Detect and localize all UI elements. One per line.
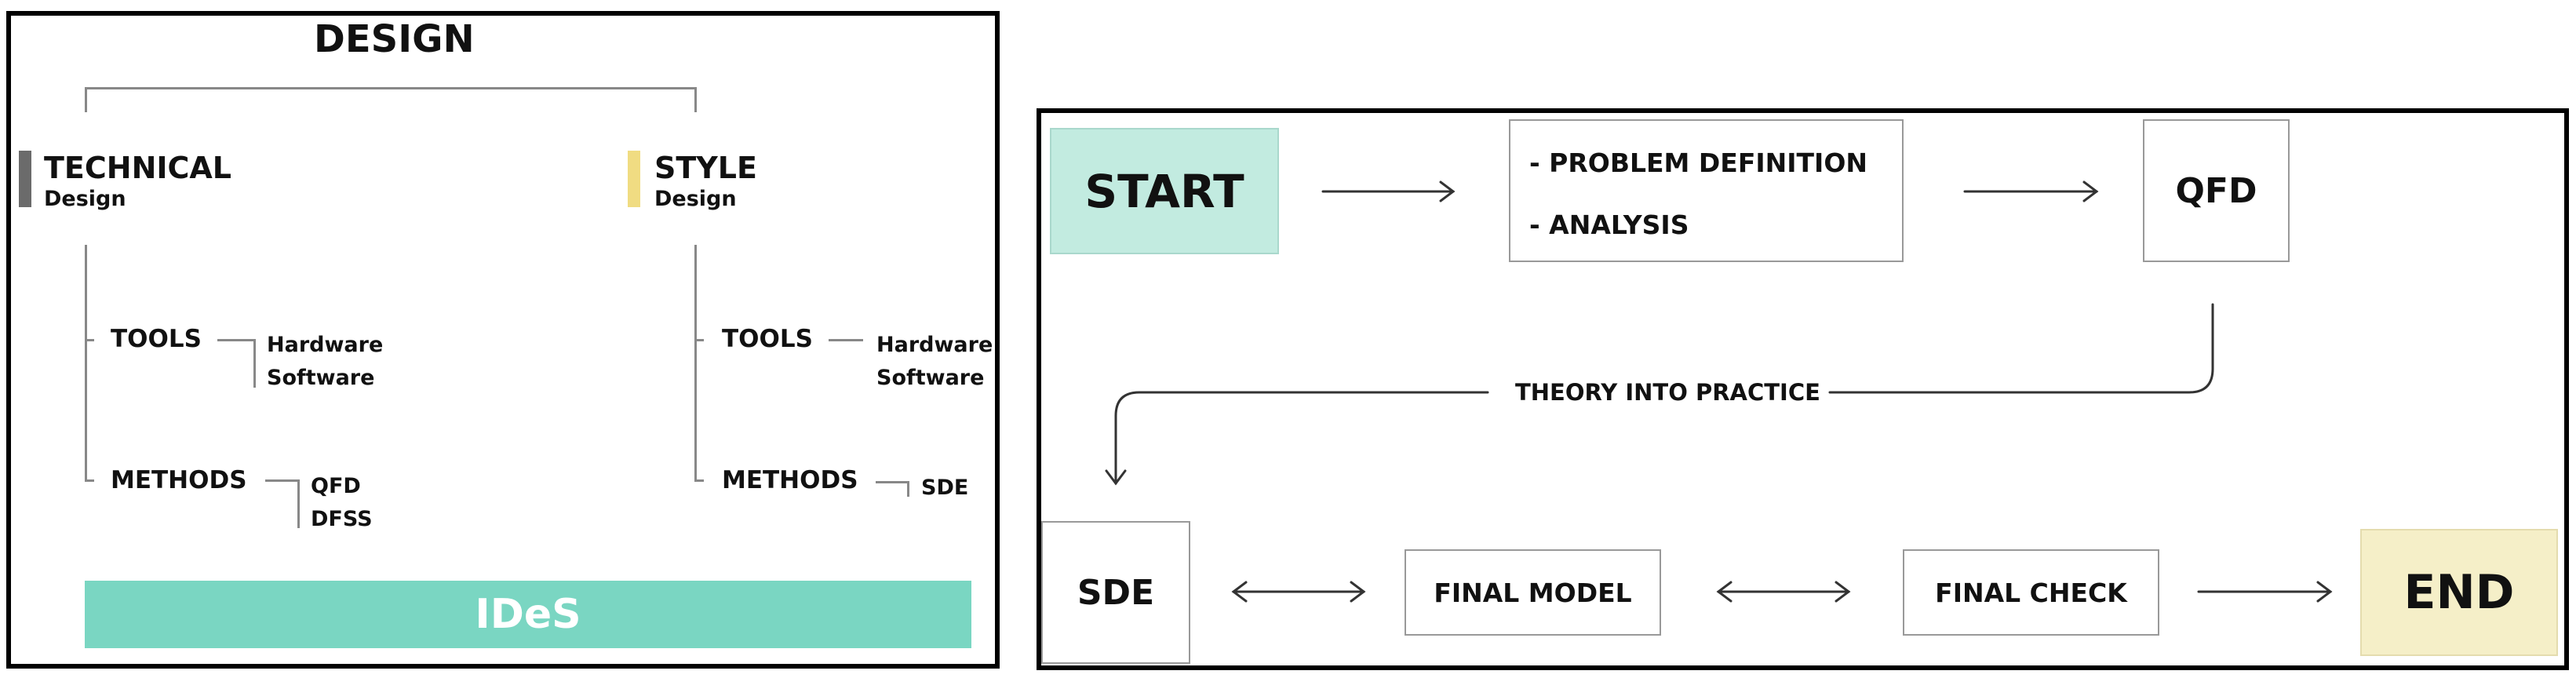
end-box: END [2360, 529, 2558, 656]
technical-color-bar [19, 151, 31, 207]
qfd-box: QFD [2143, 119, 2290, 262]
style-tools-item-1: Hardware [876, 333, 993, 357]
technical-methods-bracket [297, 479, 300, 528]
technical-methods-label: METHODS [111, 466, 247, 494]
style-title: STYLE [654, 151, 757, 185]
final-check-label: FINAL CHECK [1935, 577, 2127, 608]
problem-box: - PROBLEM DEFINITION - ANALYSIS [1509, 119, 1904, 262]
style-tools-label: TOOLS [722, 325, 813, 353]
style-color-bar [628, 151, 640, 207]
technical-tools-connector [217, 339, 254, 341]
arrow-problem-to-qfd [1963, 180, 2099, 202]
technical-methods-item-2: DFSS [311, 507, 373, 531]
technical-methods-connector [265, 479, 299, 482]
arrow-final-model-final-check [1716, 581, 1851, 603]
final-model-label: FINAL MODEL [1434, 577, 1632, 608]
style-subtitle: Design [654, 187, 737, 211]
arrow-start-to-problem [1321, 180, 1456, 202]
bracket-left-tick [85, 87, 87, 112]
end-label: END [2403, 565, 2515, 620]
final-model-box: FINAL MODEL [1405, 549, 1661, 636]
technical-tools-item-1: Hardware [267, 333, 384, 357]
technical-methods-branch [85, 479, 94, 482]
sde-box: SDE [1041, 521, 1190, 664]
connector-qfd-to-sde [1105, 303, 2214, 486]
start-box: START [1050, 128, 1279, 254]
connector-label: THEORY INTO PRACTICE [1515, 379, 1820, 406]
technical-tree-trunk [85, 245, 87, 482]
arrow-final-check-to-end [2197, 581, 2333, 603]
style-methods-branch [694, 479, 704, 482]
style-tools-connector [829, 339, 863, 341]
technical-title: TECHNICAL [44, 151, 232, 185]
ides-label: IDeS [475, 591, 581, 638]
technical-subtitle: Design [44, 187, 126, 211]
problem-line-1: - PROBLEM DEFINITION [1529, 148, 1867, 178]
bracket-top-line [85, 87, 697, 89]
style-methods-item-1: SDE [921, 476, 969, 500]
technical-tools-label: TOOLS [111, 325, 202, 353]
style-tools-branch [694, 339, 704, 341]
technical-tools-bracket [253, 339, 256, 388]
technical-methods-item-1: QFD [311, 474, 361, 498]
bracket-right-tick [694, 87, 697, 112]
style-methods-connector [876, 481, 909, 483]
sde-label: SDE [1077, 572, 1155, 613]
start-label: START [1084, 164, 1244, 218]
qfd-label: QFD [2175, 170, 2257, 211]
style-methods-bracket [907, 481, 909, 497]
style-tree-trunk [694, 245, 697, 482]
technical-tools-branch [85, 339, 94, 341]
style-methods-label: METHODS [722, 466, 858, 494]
final-check-box: FINAL CHECK [1903, 549, 2159, 636]
design-title: DESIGN [314, 17, 475, 61]
ides-bar: IDeS [85, 581, 971, 648]
technical-tools-item-2: Software [267, 366, 375, 390]
style-tools-item-2: Software [876, 366, 985, 390]
arrow-sde-final-model [1231, 581, 1366, 603]
problem-line-2: - ANALYSIS [1529, 210, 1689, 240]
